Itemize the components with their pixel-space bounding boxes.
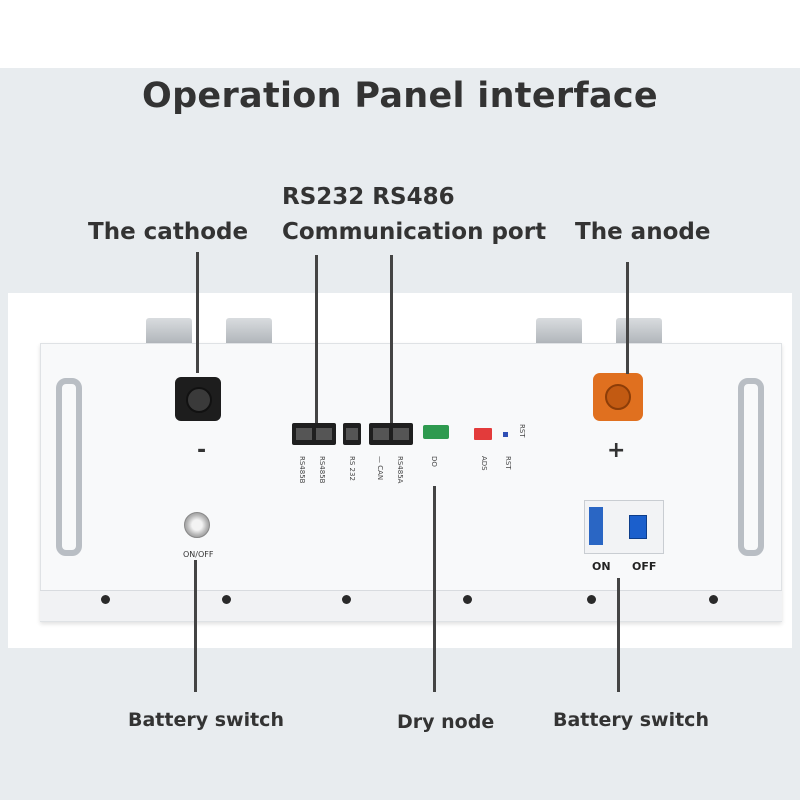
mounting-bracket xyxy=(536,318,582,345)
address-dip-switch xyxy=(474,428,492,440)
power-button-label: ON/OFF xyxy=(183,550,214,559)
port-label-rs232: RS 232 xyxy=(348,456,356,481)
leader-line-can xyxy=(390,255,393,423)
leader-line-cathode xyxy=(196,252,199,373)
screw xyxy=(222,595,231,604)
leader-line-battery-switch-right xyxy=(617,578,620,692)
screw xyxy=(709,595,718,604)
breaker-lever[interactable] xyxy=(629,515,647,539)
cathode-connector xyxy=(175,377,221,421)
rs232-port xyxy=(343,423,361,445)
port-label-do: DO xyxy=(430,456,438,467)
power-button[interactable] xyxy=(184,512,210,538)
panel-bottom-rail xyxy=(40,590,782,621)
battery-front-panel xyxy=(40,343,782,622)
mounting-bracket xyxy=(146,318,192,345)
page-title: Operation Panel interface xyxy=(142,76,658,116)
port-label-ads: ADS xyxy=(480,456,488,471)
anode-connector xyxy=(593,373,643,421)
callout-comm-line2: Communication port xyxy=(282,219,547,245)
screw xyxy=(342,595,351,604)
leader-line-rs485 xyxy=(315,255,318,423)
port-label-can: — CAN xyxy=(376,456,384,481)
reset-button xyxy=(503,432,508,437)
screw xyxy=(101,595,110,604)
mounting-bracket xyxy=(616,318,662,345)
leader-line-battery-switch-left xyxy=(194,560,197,692)
port-label-rs485b-2: RS485B xyxy=(318,456,326,484)
callout-cathode: The cathode xyxy=(88,219,249,245)
breaker-on-label: ON xyxy=(592,560,611,573)
leader-line-dry-node xyxy=(433,486,436,692)
plus-sign: + xyxy=(607,438,626,463)
port-label-rst: RST xyxy=(504,456,512,470)
callout-battery-switch-left: Battery switch xyxy=(128,709,284,731)
port-label-rs485b: RS485B xyxy=(298,456,306,484)
callout-comm-line1: RS232 RS486 xyxy=(282,184,455,210)
callout-dry-node: Dry node xyxy=(397,711,495,733)
port-label-rs485a: RS485A xyxy=(396,456,404,484)
can-rs485a-port-pair xyxy=(369,423,413,445)
breaker-label-plate xyxy=(589,507,603,545)
leader-line-anode xyxy=(626,262,629,374)
screw xyxy=(587,595,596,604)
breaker-off-label: OFF xyxy=(632,560,657,573)
port-label-rst-top: RST xyxy=(518,424,526,438)
callout-anode: The anode xyxy=(575,219,711,245)
screw xyxy=(463,595,472,604)
left-handle xyxy=(56,378,82,556)
right-handle xyxy=(738,378,764,556)
circuit-breaker[interactable] xyxy=(584,500,664,554)
mounting-bracket xyxy=(226,318,272,345)
callout-battery-switch-right: Battery switch xyxy=(553,709,709,731)
minus-sign: - xyxy=(197,438,207,463)
rs485-port-pair xyxy=(292,423,336,445)
dry-contact-terminal xyxy=(423,425,449,439)
